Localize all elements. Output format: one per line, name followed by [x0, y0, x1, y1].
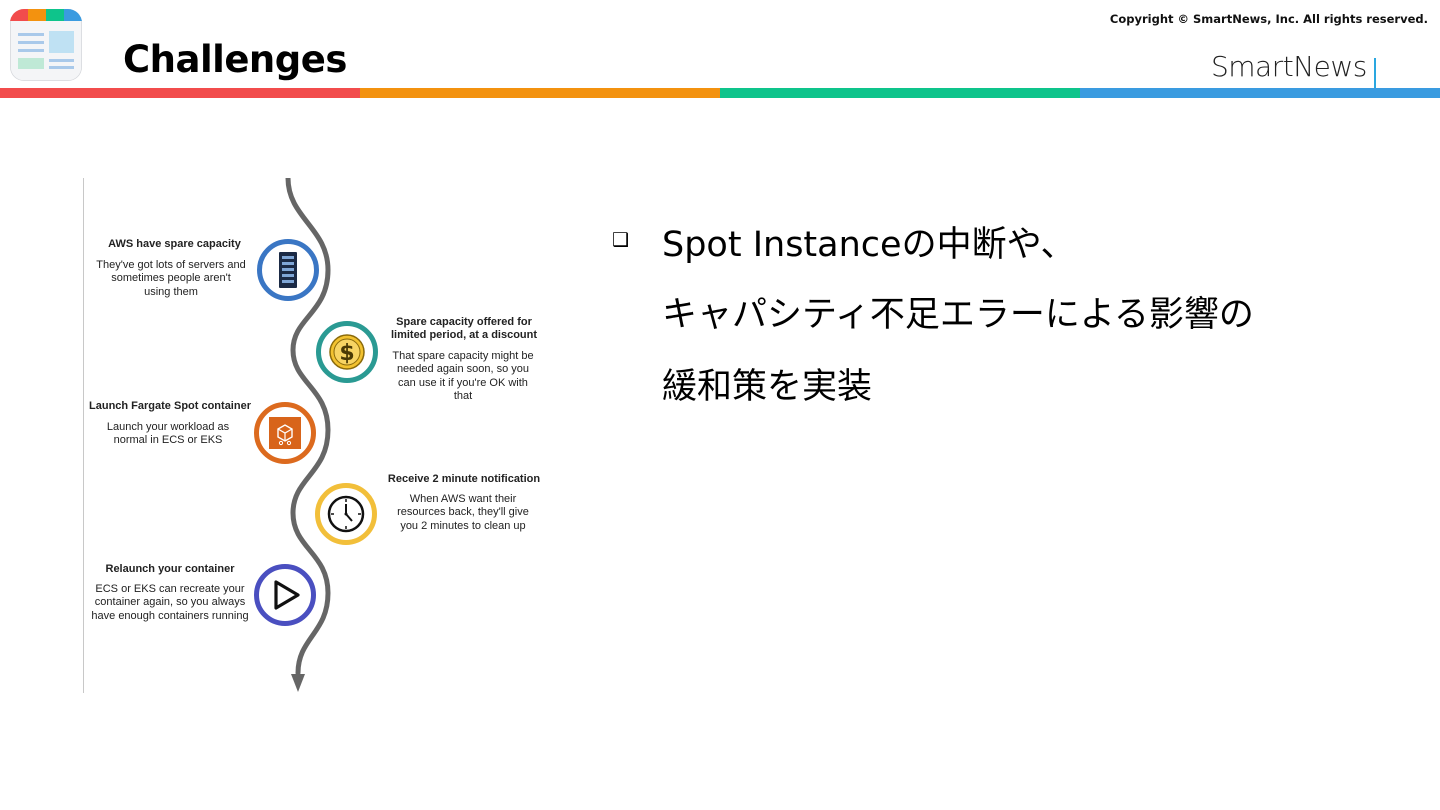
- play-icon: [254, 564, 316, 626]
- server-rack-icon: [257, 239, 319, 301]
- event-title-discount: Spare capacity offered for limited perio…: [383, 316, 545, 342]
- desc-line: When AWS want their: [409, 493, 517, 505]
- desc-line: sometimes people aren't: [111, 272, 231, 285]
- desc-line: you 2 minutes to clean up: [400, 519, 526, 532]
- desc-line: have enough containers running: [91, 609, 249, 622]
- page-title: Challenges: [123, 38, 347, 81]
- bullet-line-1: Spot Instanceの中断や、: [662, 225, 1076, 265]
- color-bar-blue: [1080, 88, 1440, 98]
- event-title-launch: Launch Fargate Spot container: [89, 400, 251, 412]
- spot-lifecycle-diagram: AWS have spare capacity They've got lots…: [83, 178, 555, 693]
- color-bar-orange: [360, 88, 720, 98]
- title-line: Spare capacity offered for: [396, 316, 532, 328]
- desc-line: that: [453, 389, 473, 402]
- dollar-coin-icon: $: [316, 321, 378, 383]
- svg-text:$: $: [339, 341, 354, 366]
- event-desc-discount: That spare capacity might be needed agai…: [383, 350, 543, 403]
- event-title-relaunch: Relaunch your container: [105, 563, 235, 575]
- desc-line: That spare capacity might be: [392, 350, 534, 362]
- event-title-spare-capacity: AWS have spare capacity: [108, 238, 241, 250]
- title-line: limited period, at a discount: [390, 329, 538, 341]
- desc-line: They've got lots of servers and: [96, 259, 246, 271]
- brand-cursor-mark: [1374, 58, 1376, 88]
- clock-icon: [315, 483, 377, 545]
- color-bar-green: [720, 88, 1080, 98]
- desc-line: Launch your workload as: [106, 421, 230, 433]
- desc-line: resources back, they'll give: [397, 506, 529, 519]
- desc-line: normal in ECS or EKS: [113, 434, 223, 447]
- figure-left-border: [83, 178, 84, 693]
- event-title-notification: Receive 2 minute notification: [387, 473, 541, 485]
- desc-line: using them: [144, 285, 198, 298]
- event-desc-notification: When AWS want their resources back, they…: [383, 493, 543, 533]
- event-desc-relaunch: ECS or EKS can recreate your container a…: [83, 583, 257, 623]
- fargate-container-icon: [254, 402, 316, 464]
- bullet-marker-icon: ❑: [612, 229, 630, 251]
- timeline-arrow-head: [291, 674, 305, 692]
- color-bar-red: [0, 88, 360, 98]
- header-color-bar: [0, 88, 1440, 98]
- event-desc-launch: Launch your workload as normal in ECS or…: [83, 421, 253, 448]
- brand-logo-text: SmartNews: [1211, 50, 1367, 83]
- copyright-notice: Copyright © SmartNews, Inc. All rights r…: [1109, 12, 1428, 26]
- desc-line: ECS or EKS can recreate your: [95, 583, 245, 595]
- desc-line: needed again soon, so you: [396, 363, 530, 376]
- bullet-line-3: 緩和策を実装: [662, 367, 873, 407]
- desc-line: can use it if you're OK with: [398, 376, 528, 389]
- timeline-wavy-path: [285, 178, 331, 692]
- bullet-line-2: キャパシティ不足エラーによる影響の: [662, 295, 1254, 335]
- desc-line: container again, so you always: [94, 596, 246, 609]
- event-desc-spare-capacity: They've got lots of servers and sometime…: [83, 259, 259, 299]
- smartnews-app-icon: [10, 9, 82, 81]
